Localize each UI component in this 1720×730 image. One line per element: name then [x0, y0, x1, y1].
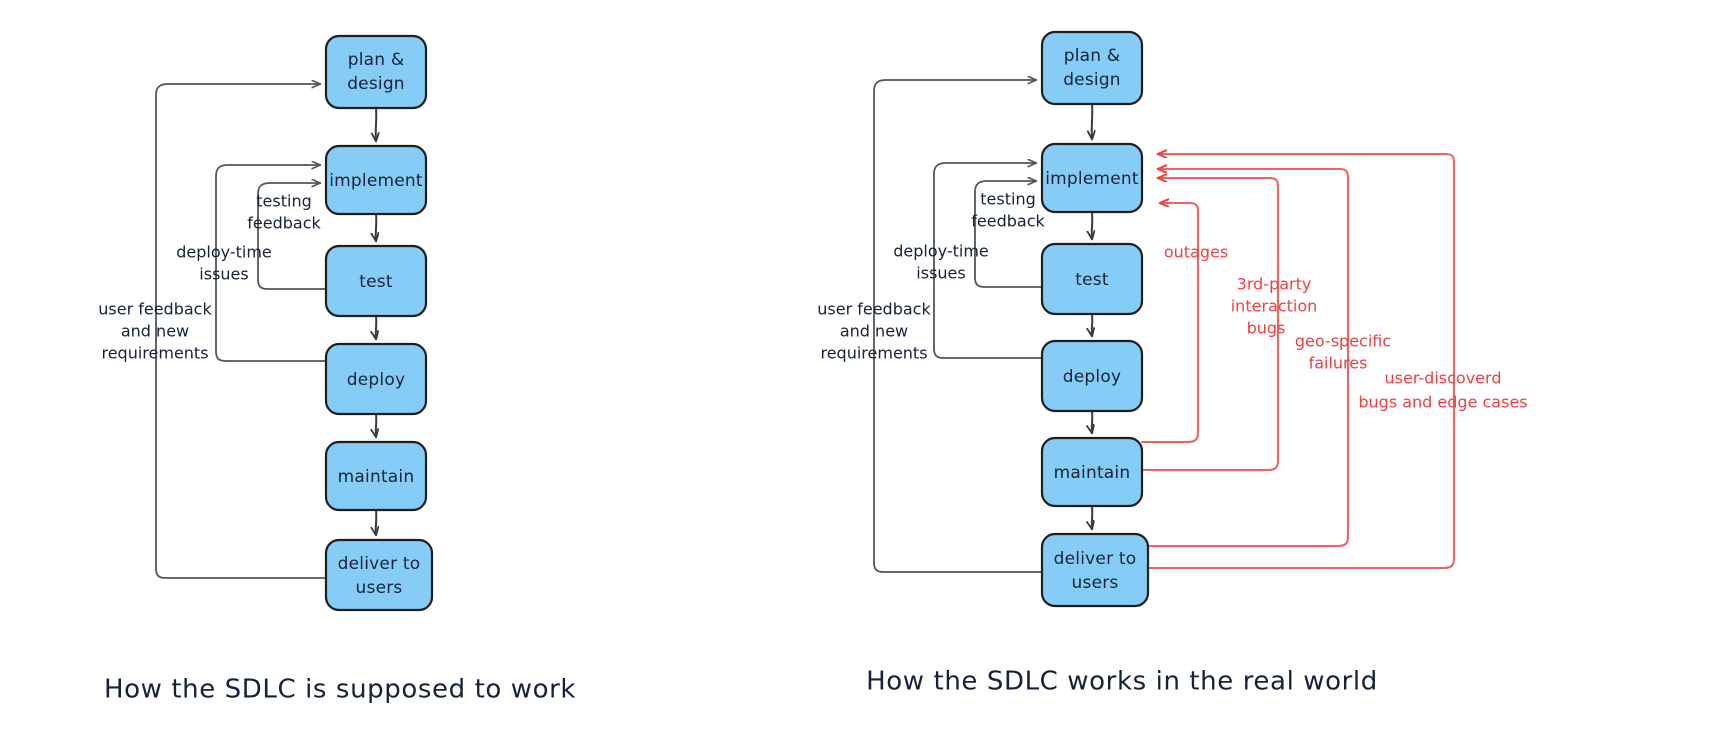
stage-box-implement[interactable]: implement	[1040, 142, 1144, 214]
arrow-deploy-to-maintain	[1092, 410, 1093, 433]
user-feedback-label: user feedback and new requirements	[817, 300, 931, 363]
arrow-plan-to-implement	[376, 107, 377, 141]
stage-box-deploy[interactable]: deploy	[324, 342, 428, 416]
stage-box-deliver-to-users[interactable]: deliver to users	[1040, 532, 1150, 608]
svg-text:bugs: bugs	[1247, 319, 1286, 338]
ideal-feedback-labels: testing feedback deploy-time issues user…	[98, 192, 321, 363]
stage-label: users	[1072, 573, 1119, 593]
stage-box-test[interactable]: test	[1040, 242, 1144, 316]
testing-feedback-label: testing feedback	[247, 192, 321, 233]
arrow-maintain-to-deliver	[376, 509, 377, 535]
svg-text:user feedback: user feedback	[98, 300, 212, 319]
stage-box-test[interactable]: test	[324, 244, 428, 318]
panel-ideal: plan & design implement test deploy	[98, 34, 576, 705]
svg-text:testing: testing	[980, 190, 1035, 209]
arrow-implement-to-test	[1092, 211, 1093, 239]
deploy-time-issues-label: deploy-time issues	[893, 242, 989, 283]
stage-box-plan-and-design[interactable]: plan & design	[1040, 30, 1144, 106]
ideal-feedback-loops	[155, 84, 327, 579]
stage-label: deliver to	[1054, 549, 1137, 569]
user-discovered-bugs-label: user-discoverd bugs and edge cases	[1358, 369, 1527, 412]
ideal-stage-boxes: plan & design implement test deploy	[324, 34, 434, 612]
svg-text:requirements: requirements	[101, 344, 208, 363]
outages-label: outages	[1164, 243, 1228, 262]
svg-text:interaction: interaction	[1231, 297, 1318, 316]
panel-caption-real-world: How the SDLC works in the real world	[866, 667, 1378, 697]
stage-box-maintain[interactable]: maintain	[1040, 436, 1144, 508]
red-route-user-discovered-bugs	[1146, 154, 1456, 570]
loop-testing-feedback	[974, 181, 1043, 288]
panel-real-world: plan & design implement test deploy	[817, 30, 1528, 697]
stage-box-plan-and-design[interactable]: plan & design	[324, 34, 428, 110]
arrow-test-to-deploy	[1092, 313, 1093, 336]
red-route-outages	[1140, 203, 1200, 444]
svg-text:deploy-time: deploy-time	[176, 243, 272, 262]
stage-box-deploy[interactable]: deploy	[1040, 339, 1144, 413]
stage-label: deliver to	[338, 554, 421, 574]
arrow-plan-to-implement	[1092, 103, 1093, 139]
stage-label: maintain	[1054, 463, 1131, 483]
stage-label: implement	[329, 171, 423, 191]
svg-text:bugs and edge cases: bugs and edge cases	[1358, 393, 1527, 412]
user-feedback-label: user feedback and new requirements	[98, 300, 212, 363]
stage-label: plan &	[348, 50, 405, 70]
svg-text:and new: and new	[840, 322, 908, 341]
stage-label: deploy	[347, 370, 405, 390]
arrow-implement-to-test	[376, 213, 377, 241]
stage-label: deploy	[1063, 367, 1121, 387]
ideal-main-flow	[376, 107, 377, 535]
testing-feedback-label: testing feedback	[971, 190, 1045, 231]
stage-label: users	[356, 578, 403, 598]
stage-label: test	[359, 272, 393, 292]
svg-text:and new: and new	[121, 322, 189, 341]
arrow-test-to-deploy	[376, 315, 377, 339]
real-world-failure-routes	[1140, 154, 1456, 570]
red-route-geo-specific-failures	[1146, 169, 1350, 548]
stage-label: maintain	[338, 467, 415, 487]
real-world-main-flow	[1092, 103, 1093, 529]
loop-deploy-time-issues	[933, 163, 1043, 359]
stage-box-maintain[interactable]: maintain	[324, 440, 428, 512]
arrow-deploy-to-maintain	[376, 413, 377, 437]
stage-box-deliver-to-users[interactable]: deliver to users	[324, 538, 434, 612]
third-party-bugs-label: 3rd-party interaction bugs	[1231, 275, 1318, 338]
svg-text:requirements: requirements	[820, 344, 927, 363]
svg-text:issues: issues	[916, 264, 965, 283]
svg-text:testing: testing	[256, 192, 311, 211]
svg-text:outages: outages	[1164, 243, 1228, 262]
stage-label: design	[347, 74, 405, 94]
real-world-feedback-loops	[873, 80, 1043, 573]
red-route-third-party-bugs	[1140, 178, 1280, 472]
loop-deploy-time-issues	[215, 165, 327, 362]
real-world-feedback-labels: testing feedback deploy-time issues user…	[817, 190, 1045, 363]
svg-text:issues: issues	[199, 265, 248, 284]
stage-label: plan &	[1064, 46, 1121, 66]
real-world-stage-boxes: plan & design implement test deploy	[1040, 30, 1150, 608]
svg-text:user feedback: user feedback	[817, 300, 931, 319]
svg-text:geo-specific: geo-specific	[1295, 332, 1391, 351]
deploy-time-issues-label: deploy-time issues	[176, 243, 272, 284]
stage-label: implement	[1045, 169, 1139, 189]
stage-label: design	[1063, 70, 1121, 90]
loop-user-feedback	[873, 80, 1043, 573]
svg-text:3rd-party: 3rd-party	[1237, 275, 1312, 294]
panel-caption-ideal: How the SDLC is supposed to work	[104, 675, 576, 705]
svg-text:feedback: feedback	[971, 212, 1045, 231]
svg-text:user-discoverd: user-discoverd	[1385, 369, 1502, 388]
geo-specific-failures-label: geo-specific failures	[1295, 332, 1391, 373]
arrow-maintain-to-deliver	[1092, 505, 1093, 529]
svg-text:deploy-time: deploy-time	[893, 242, 989, 261]
loop-testing-feedback	[257, 183, 327, 290]
stage-label: test	[1075, 270, 1109, 290]
svg-text:feedback: feedback	[247, 214, 321, 233]
stage-box-implement[interactable]: implement	[324, 144, 428, 216]
svg-text:failures: failures	[1309, 354, 1368, 373]
loop-user-feedback	[155, 84, 327, 579]
real-world-failure-labels: outages 3rd-party interaction bugs geo-s…	[1164, 243, 1528, 412]
